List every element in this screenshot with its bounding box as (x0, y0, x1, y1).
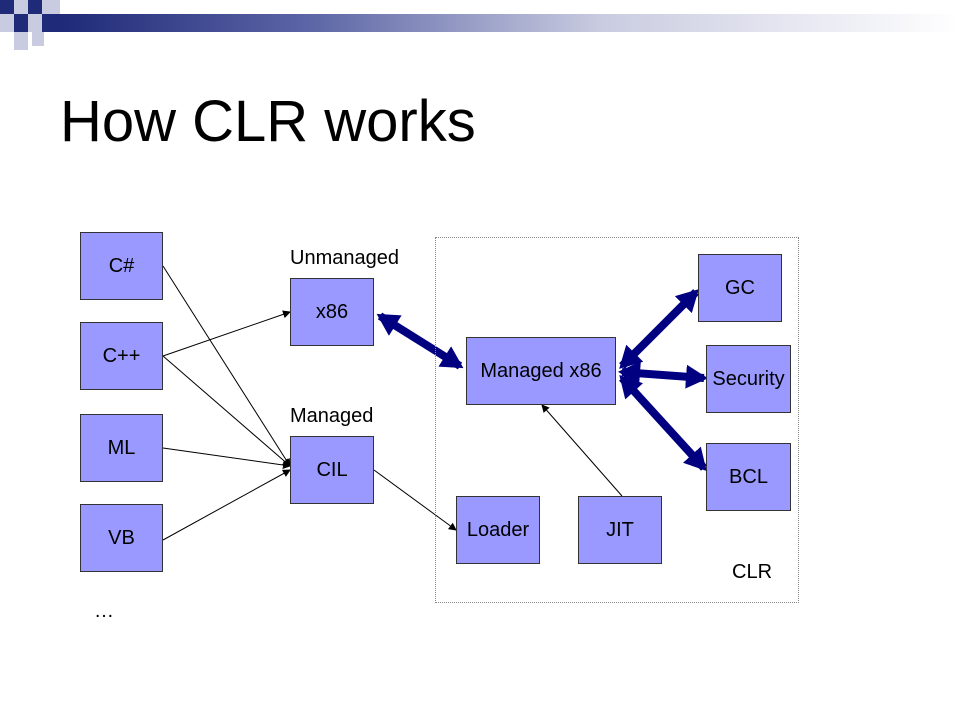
edge-jit-managedx86 (541, 404, 623, 497)
edge-vb-cil (162, 469, 291, 541)
ellipsis-label: … (94, 600, 114, 622)
node-vb: VB (80, 504, 163, 572)
edge-cpp-cil (162, 355, 291, 467)
edge-managedx86-bcl (619, 375, 707, 471)
header-square (32, 32, 44, 46)
header-gradient-bar (60, 14, 960, 32)
node-jit: JIT (578, 496, 662, 564)
header-square (0, 14, 14, 32)
header-square (42, 14, 60, 32)
header-square (42, 0, 60, 14)
clr-boundary (435, 237, 799, 603)
node-cpp: C++ (80, 322, 163, 390)
header-square (0, 0, 14, 14)
edge-csharp-cil (162, 265, 291, 467)
edge-cil-loader (373, 469, 457, 531)
node-ml: ML (80, 414, 163, 482)
edge-ml-cil (162, 447, 291, 469)
header-square (28, 0, 42, 14)
header-square (14, 14, 28, 32)
edge-managedx86-gc (619, 289, 699, 369)
node-cil: CIL (290, 436, 374, 504)
node-bcl: BCL (706, 443, 791, 511)
header-square (14, 0, 28, 14)
edge-cpp-x86 (162, 310, 291, 357)
node-x86: x86 (290, 278, 374, 346)
node-security: Security (706, 345, 791, 413)
node-loader: Loader (456, 496, 540, 564)
header-decoration (0, 0, 960, 52)
unmanaged-label: Unmanaged (290, 247, 399, 269)
slide-title: How CLR works (60, 89, 476, 154)
edge-x86-managedx86 (376, 312, 464, 370)
node-gc: GC (698, 254, 782, 322)
header-square (28, 14, 42, 32)
header-square (14, 32, 28, 50)
node-managed-x86: Managed x86 (466, 337, 616, 405)
clr-label: CLR (732, 561, 773, 583)
managed-label: Managed (290, 405, 374, 427)
node-csharp: C# (80, 232, 163, 300)
